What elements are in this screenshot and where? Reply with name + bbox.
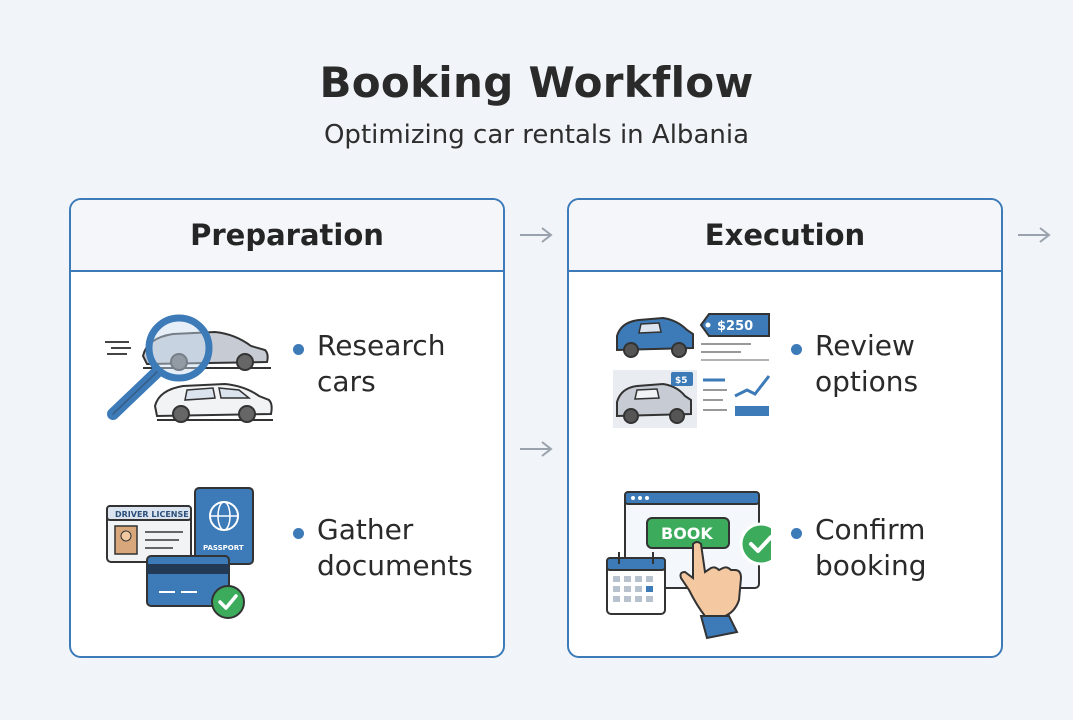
arrow-right-icon [520, 227, 553, 243]
svg-text:DRIVER LICENSE: DRIVER LICENSE [115, 510, 189, 519]
bullet-dot [293, 344, 304, 355]
svg-text:$5: $5 [675, 376, 688, 386]
book-click-icon: BOOK [606, 491, 771, 640]
step-label: Research cars [317, 329, 446, 398]
step-label: Gather documents [317, 513, 473, 582]
phase-panel-preparation: Preparation Research car [69, 198, 505, 658]
bullet-dot [791, 528, 802, 539]
magnifier-car-icon [105, 314, 273, 423]
step-review-options: $250 $5 Review options [569, 298, 1001, 458]
svg-text:$250: $250 [717, 319, 753, 334]
step-label: Review options [815, 329, 919, 398]
page-subtitle: Optimizing car rentals in Albania [323, 120, 750, 150]
documents-icon: DRIVER LICENSE PASSPORT [106, 487, 254, 619]
phase-panel-execution: Execution $250 $5 [567, 198, 1003, 658]
bullet-dot [791, 344, 802, 355]
step-gather-documents: DRIVER LICENSE PASSPORT Gather documents [71, 482, 503, 642]
step-research-cars: Research cars [71, 298, 503, 458]
svg-text:PASSPORT: PASSPORT [203, 544, 244, 552]
arrow-right-icon [520, 441, 553, 457]
page-title: Booking Workflow [319, 58, 754, 107]
phase-title-preparation: Preparation [71, 200, 503, 272]
svg-text:BOOK: BOOK [661, 524, 713, 543]
arrow-right-icon [1018, 227, 1051, 243]
price-compare-icon: $250 $5 [613, 313, 771, 428]
phase-title-execution: Execution [569, 200, 1001, 272]
bullet-dot [293, 528, 304, 539]
step-label: Confirm booking [815, 513, 927, 582]
step-confirm-booking: BOOK Confirm booking [569, 482, 1001, 642]
